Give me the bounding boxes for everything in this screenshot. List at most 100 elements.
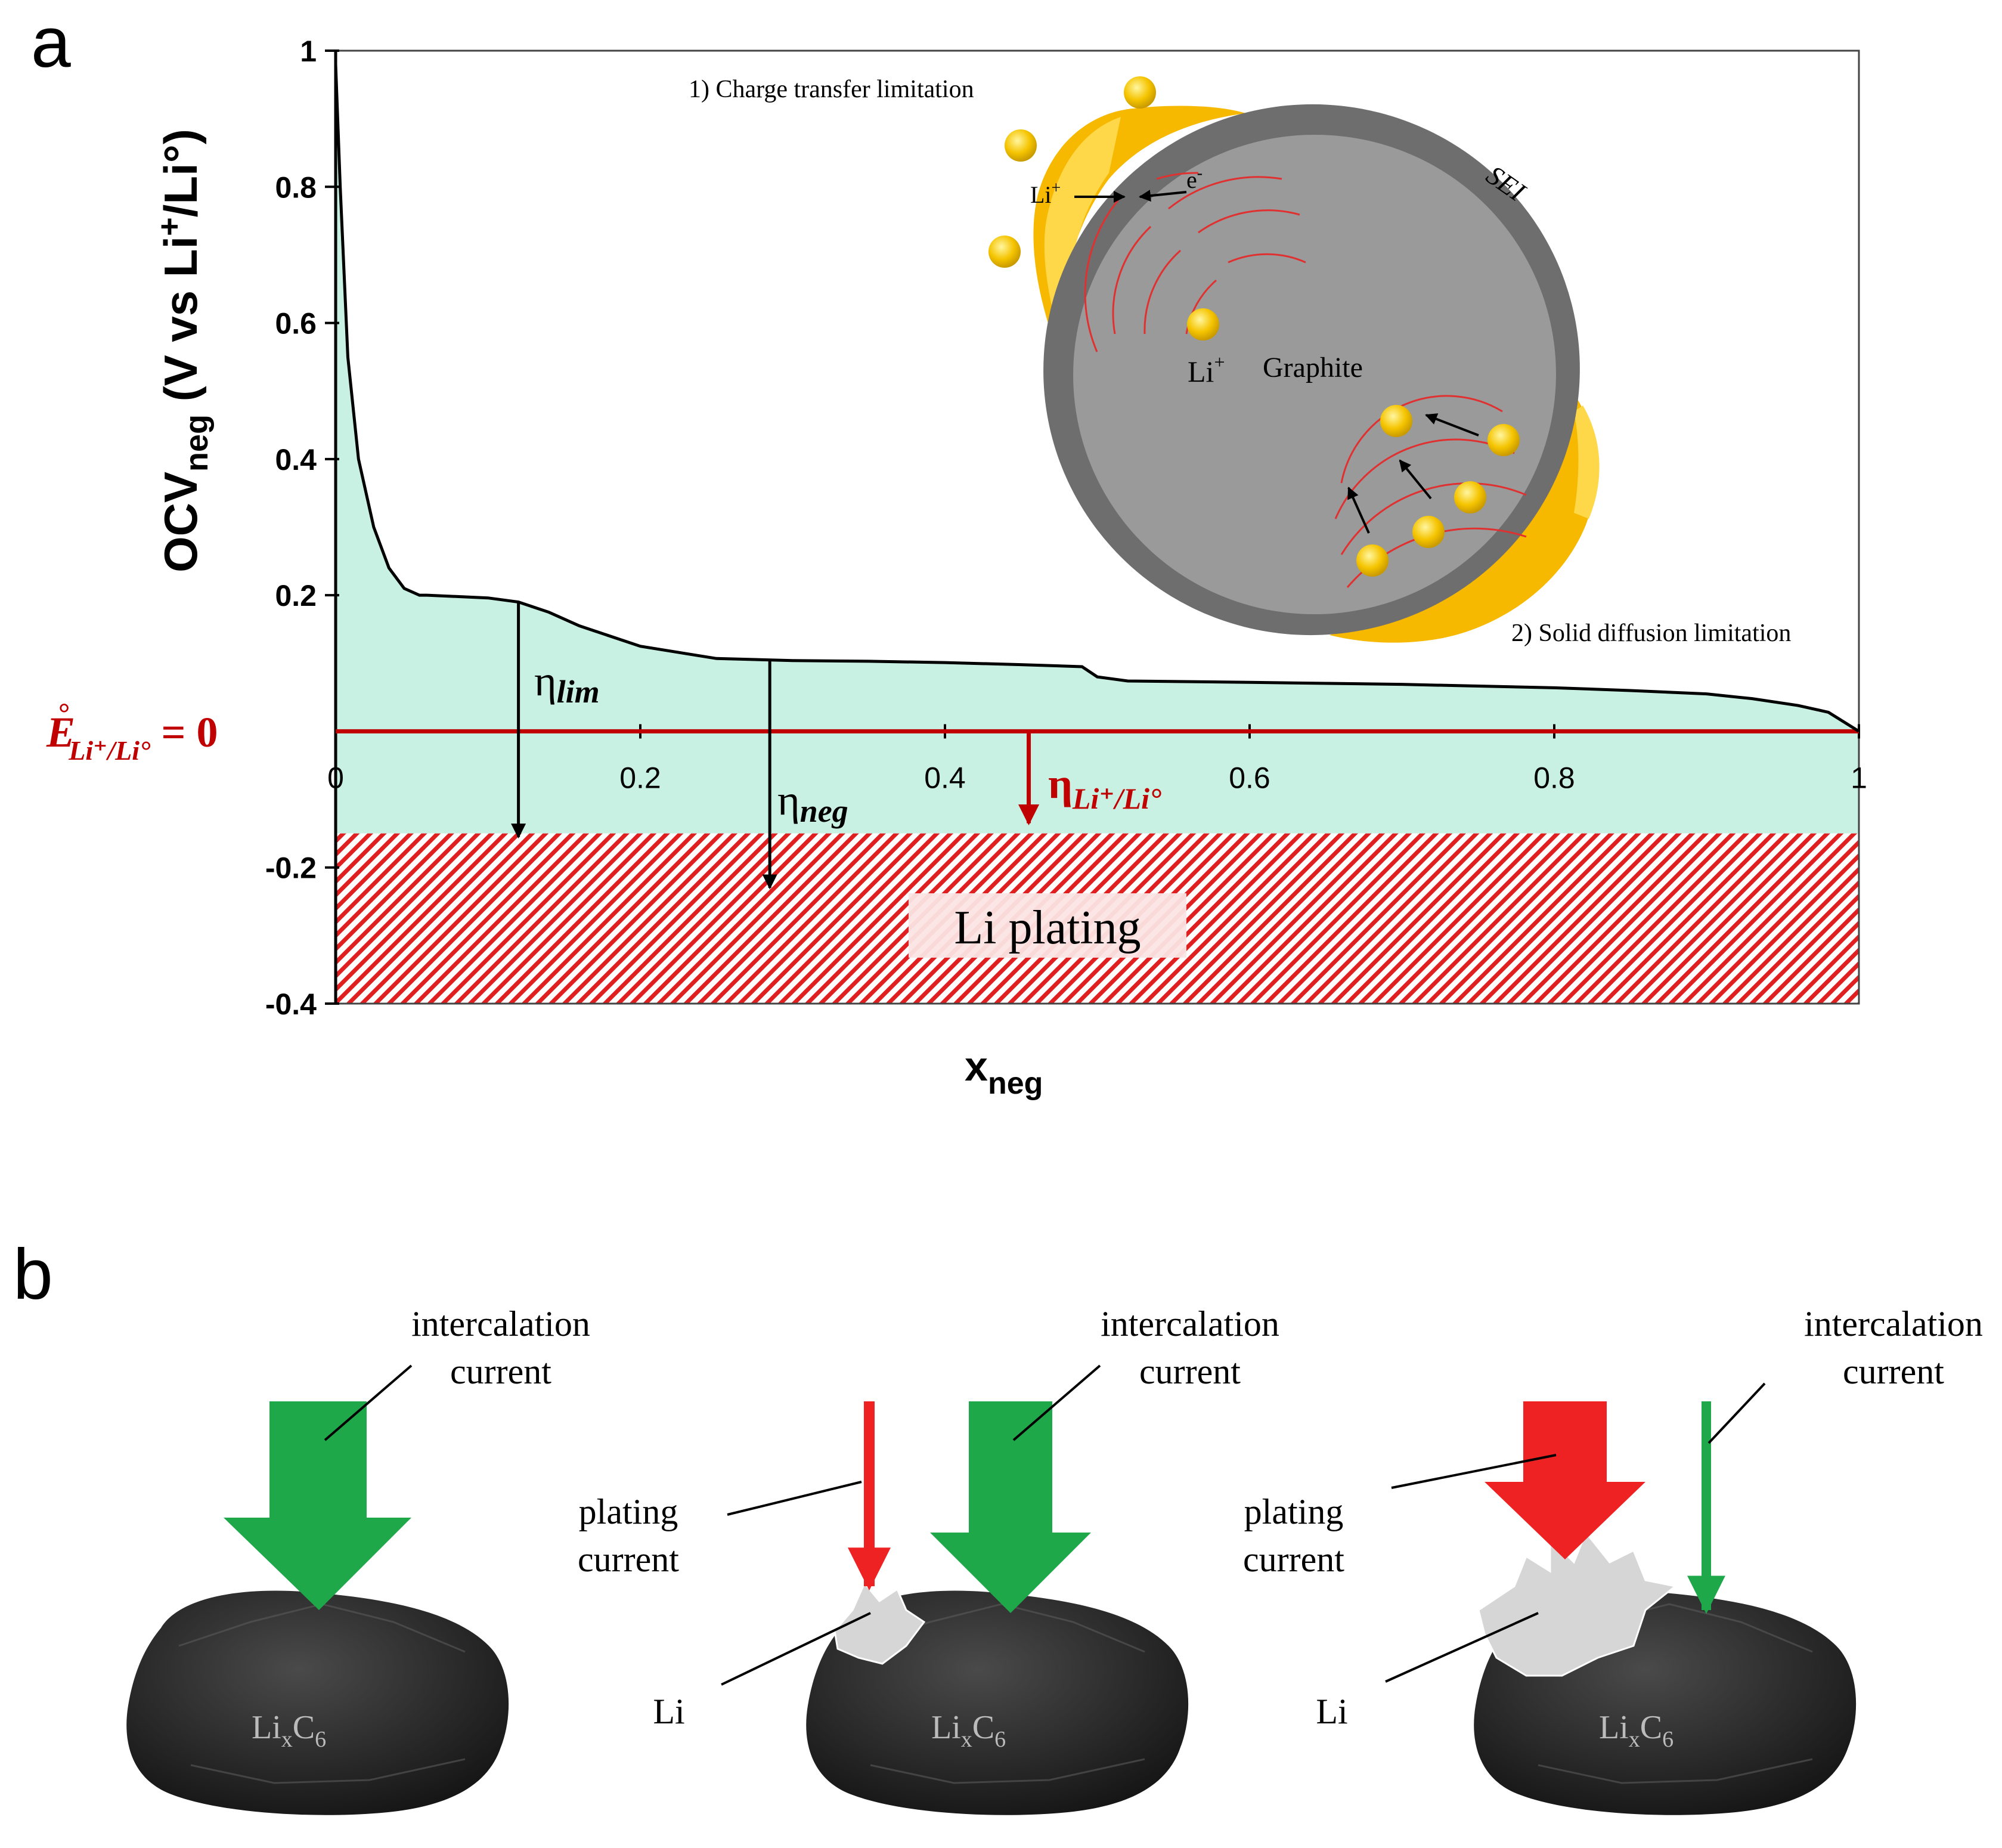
graphite-particle-inset: 1) Charge transfer limitation 2) Solid d…: [689, 76, 1791, 647]
li-ion-ball: [988, 236, 1021, 268]
li-plating-label: Li plating: [954, 902, 1141, 954]
equilibrium-label-sup: °: [57, 698, 69, 729]
intercalation-arrow-large: [930, 1401, 1091, 1613]
lixc6-x: x: [961, 1727, 972, 1752]
intercalation-label-line1: intercalation: [1804, 1304, 1983, 1344]
y-axis-label-rest: (V vs Li: [154, 236, 207, 414]
intercalation-label-line2: current: [1843, 1352, 1944, 1391]
lixc6-label: LixC6: [1599, 1709, 1674, 1752]
plating-leader-line: [1391, 1454, 1557, 1489]
li-plus-inner-label: Li+: [1188, 351, 1225, 388]
li-plus-outer-main: Li: [1030, 181, 1052, 208]
intercalation-label-line1: intercalation: [411, 1304, 590, 1344]
li-leader-line: [1385, 1612, 1539, 1683]
intercalation-leader-line: [1012, 1364, 1101, 1441]
intercalation-leader-line: [324, 1364, 413, 1441]
electron-main: e: [1186, 166, 1197, 193]
panel-b-label: b: [13, 1234, 53, 1314]
y-tick-label: 0.2: [275, 579, 317, 612]
x-axis-label: xneg: [965, 1043, 1043, 1101]
lixc6-c: C: [1640, 1709, 1662, 1746]
intercalation-label-line1: intercalation: [1101, 1304, 1279, 1344]
eta-lim-sub: lim: [557, 674, 600, 710]
x-tick-label: 0: [327, 761, 344, 794]
equilibrium-label-rest: = 0: [150, 708, 218, 756]
lixc6-x: x: [281, 1727, 293, 1752]
y-axis-label-main: OCV: [154, 472, 207, 572]
intercalation-arrow-large: [224, 1401, 411, 1610]
li-plus-inner-sup: +: [1214, 351, 1225, 373]
y-axis-label-sup: +: [151, 217, 187, 236]
plating-label-line2: current: [1243, 1540, 1344, 1579]
scene-2: LixC6 intercalation current plating curr…: [578, 1304, 1279, 1815]
lixc6-particle: [126, 1590, 509, 1815]
y-tick-label: 1: [300, 35, 317, 68]
y-tick-label: -0.4: [265, 988, 317, 1021]
li-ion-ball: [1454, 481, 1486, 513]
electron-sup: -: [1197, 164, 1203, 182]
lixc6-li: Li: [252, 1709, 281, 1746]
ocv-curve: [334, 64, 1860, 733]
lithium-deposit: [1477, 1531, 1678, 1677]
sei-deposit-right: [1329, 394, 1597, 643]
plating-label-line1: plating: [579, 1492, 678, 1531]
lixc6-x: x: [1629, 1727, 1640, 1752]
y-axis-label: OCVneg (V vs Li+/Li°): [151, 129, 215, 572]
y-tick-label: 0.8: [275, 171, 317, 204]
ocv-area-fill: [336, 64, 1859, 834]
diffusion-arcs-upper: [1084, 172, 1306, 352]
li-plus-outer-sup: +: [1052, 179, 1061, 197]
equilibrium-label-main: E: [46, 708, 75, 756]
eta-li-sub: Li⁺/Li°: [1072, 782, 1161, 815]
li-plus-outer-label: Li+: [1030, 179, 1061, 208]
plating-arrow-large: [1485, 1401, 1645, 1559]
eta-neg-label: ηneg: [777, 776, 848, 829]
graphite-core: [1073, 134, 1556, 615]
plating-label-line2: current: [578, 1540, 679, 1579]
y-tick-label: 0.6: [275, 307, 317, 340]
x-tick-label: 0.4: [924, 761, 966, 794]
x-tick-label: 0.6: [1229, 761, 1270, 794]
graphite-label: Graphite: [1263, 352, 1363, 383]
eta-neg-sub: neg: [800, 793, 848, 829]
diffusion-arrow: [1347, 487, 1370, 534]
li-leader-line: [721, 1612, 871, 1686]
x-tick-label: 0.2: [619, 761, 661, 794]
x-axis-label-main: x: [965, 1043, 988, 1089]
equilibrium-potential-label: E° Li⁺/Li° = 0: [46, 698, 218, 766]
scene-1: LixC6 intercalation current: [126, 1304, 590, 1815]
lixc6-6: 6: [315, 1727, 326, 1752]
li-ion-ball: [1187, 308, 1219, 340]
intercalation-leader-line: [1707, 1382, 1766, 1444]
lixc6-6: 6: [994, 1727, 1006, 1752]
lixc6-6: 6: [1662, 1727, 1674, 1752]
li-plus-inner-main: Li: [1188, 355, 1214, 388]
y-axis-label-rest2: /Li°): [154, 129, 207, 217]
li-label: Li: [1316, 1692, 1347, 1731]
y-axis-label-sub: neg: [179, 414, 215, 472]
diffusion-arrow: [1425, 413, 1479, 437]
electron-transfer-arrow: [1139, 190, 1187, 202]
y-tick-label: -0.2: [265, 852, 317, 885]
x-axis-label-sub: neg: [988, 1066, 1043, 1101]
x-tick-label: 0.8: [1533, 761, 1575, 794]
li-label: Li: [653, 1692, 684, 1731]
eta-lim-main: η: [534, 657, 557, 705]
lixc6-label: LixC6: [931, 1709, 1006, 1752]
intercalation-label-line2: current: [1139, 1352, 1241, 1391]
li-ion-ball: [1412, 516, 1445, 548]
electron-label: e-: [1186, 164, 1203, 193]
scene-3: LixC6 intercalation current plating curr…: [1243, 1304, 1983, 1815]
equilibrium-label-sub: Li⁺/Li°: [68, 735, 151, 766]
solid-diffusion-label: 2) Solid diffusion limitation: [1511, 620, 1791, 647]
plating-leader-line: [727, 1481, 862, 1516]
eta-li-main: η: [1048, 760, 1073, 807]
li-ion-ball: [1356, 544, 1389, 577]
charge-transfer-label: 1) Charge transfer limitation: [689, 76, 974, 103]
li-ion-ball: [1005, 129, 1037, 162]
li-plating-label-box: [909, 893, 1186, 958]
eta-li-label: ηLi⁺/Li°: [1048, 760, 1161, 815]
lixc6-c: C: [293, 1709, 315, 1746]
